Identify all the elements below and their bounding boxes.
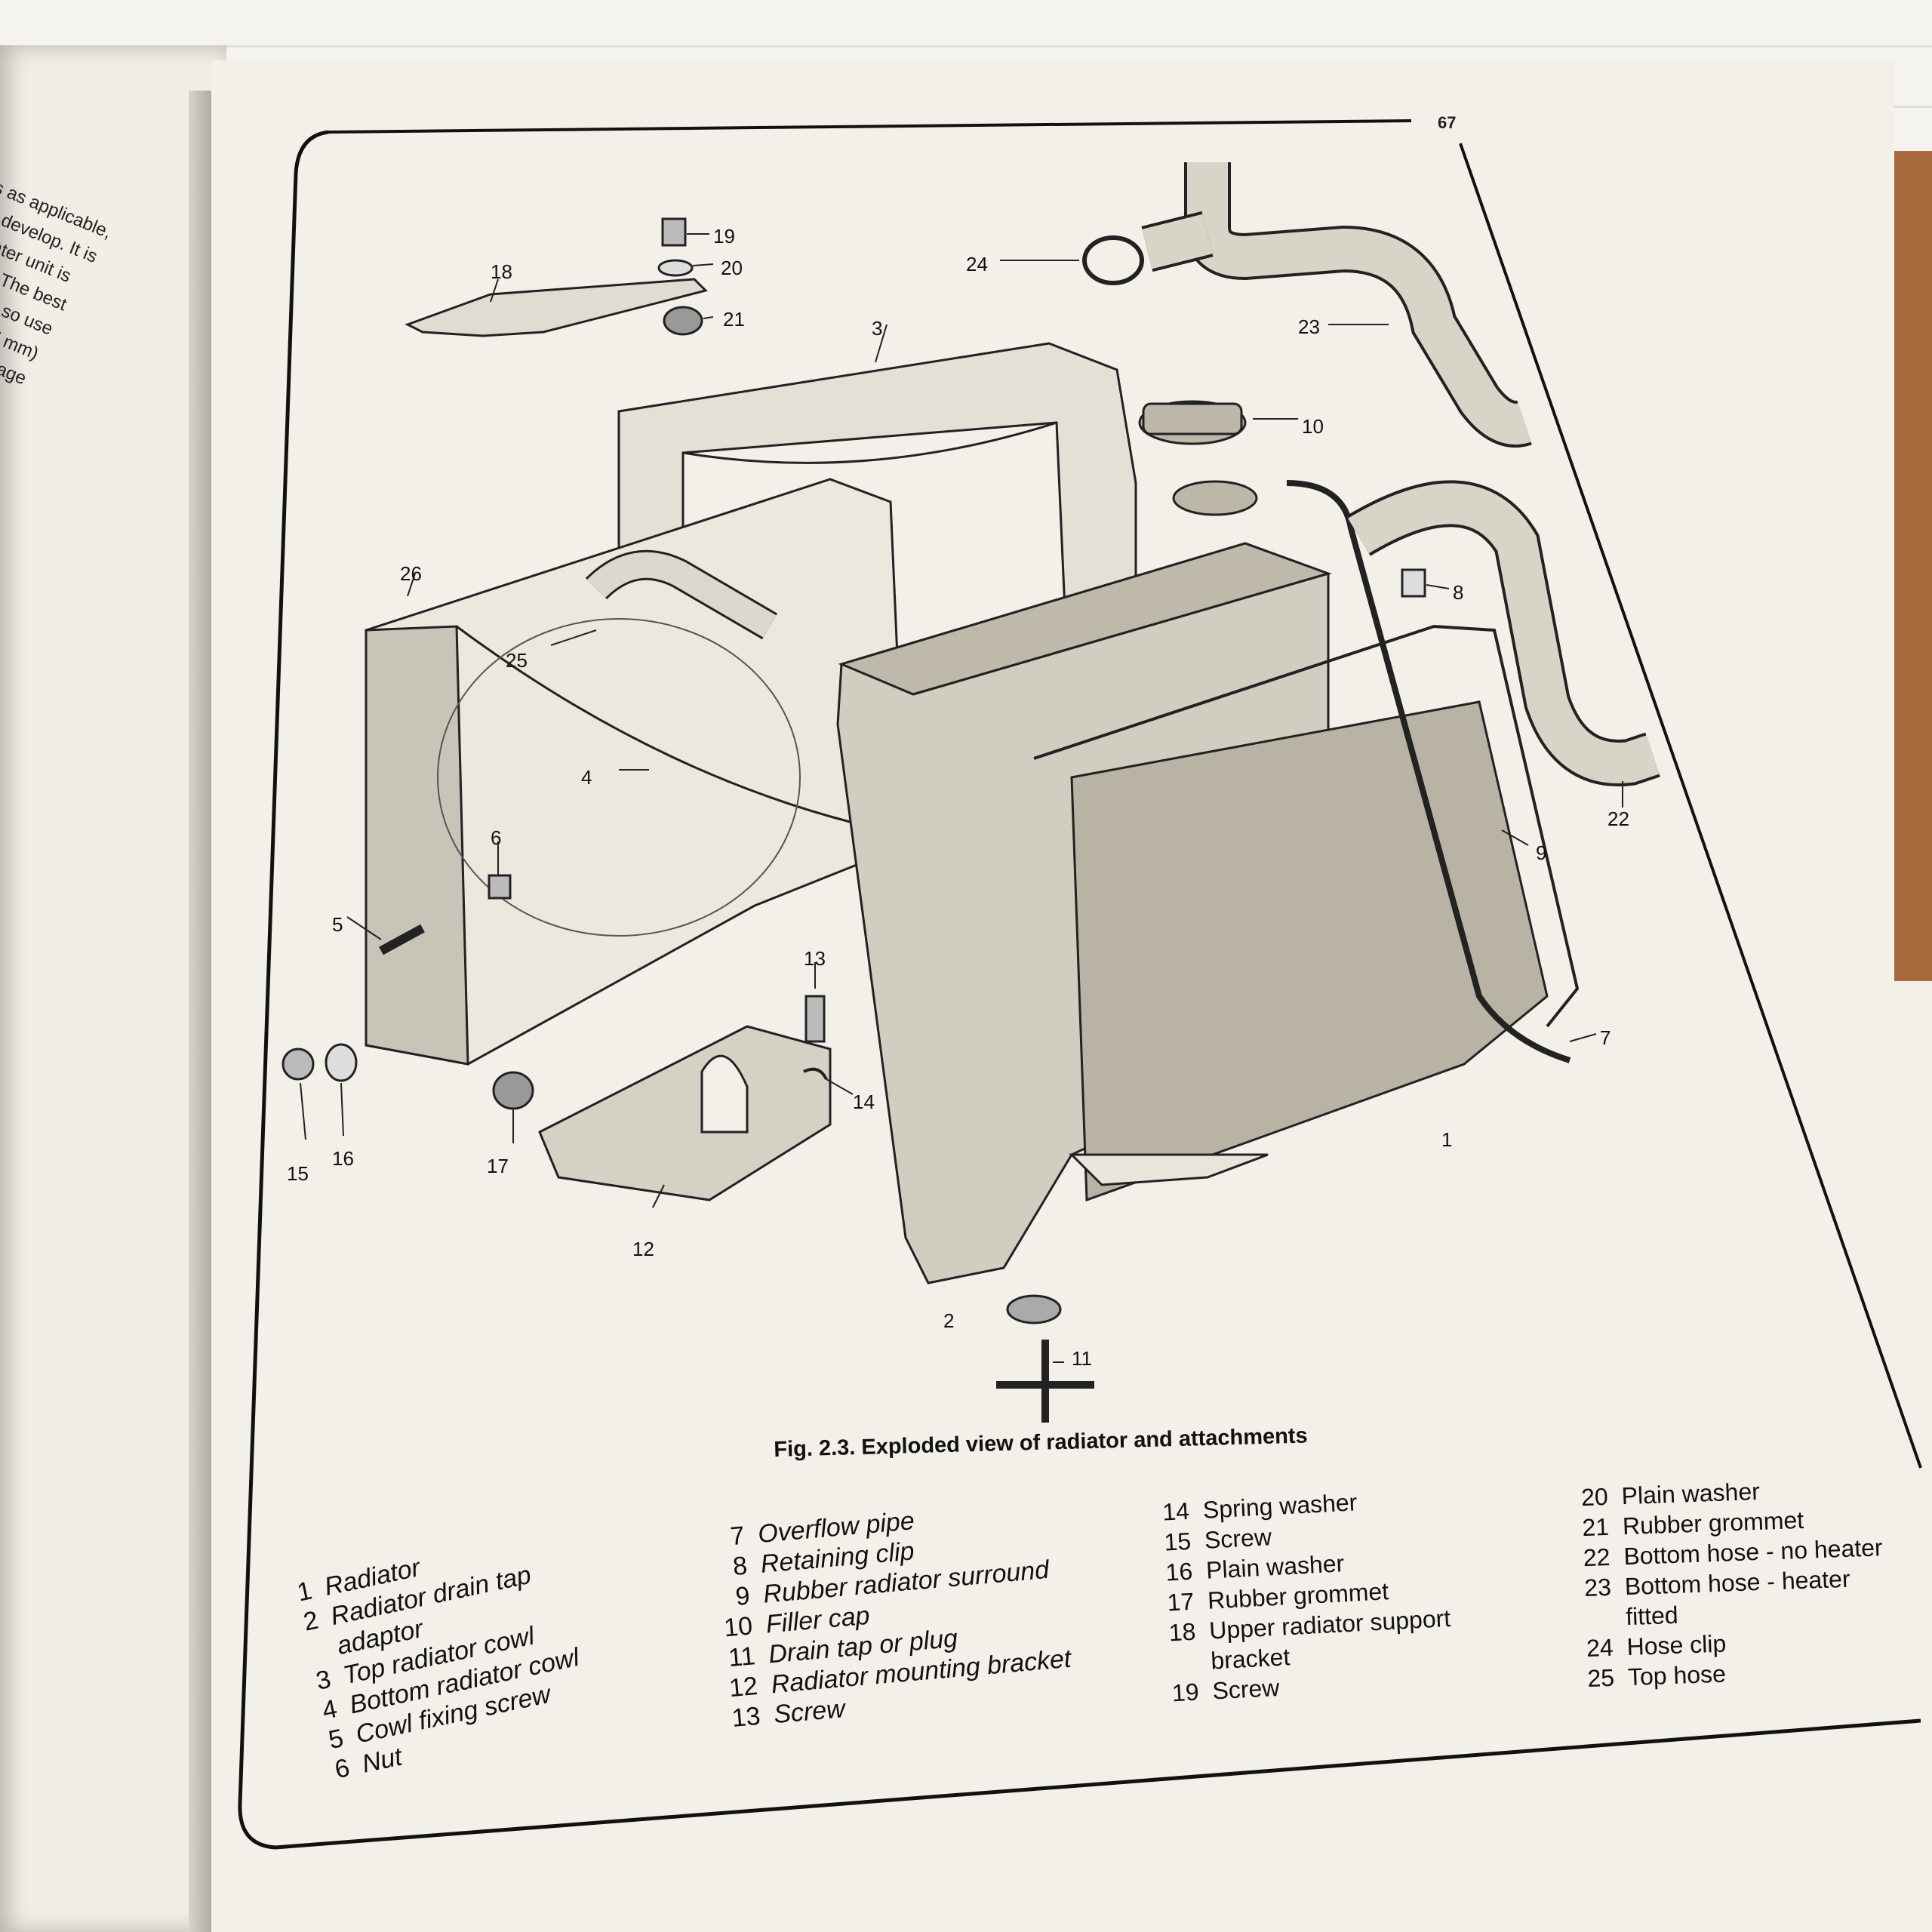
legend-item-number: 8 — [731, 1551, 749, 1581]
legend-item-number: 7 — [728, 1521, 746, 1551]
legend-item-number: 13 — [731, 1701, 762, 1733]
callout-8: 8 — [1453, 581, 1464, 604]
legend-item-number: 19 — [1171, 1678, 1200, 1706]
bottom-hose-heater — [1187, 162, 1531, 445]
callout-24: 24 — [966, 253, 988, 275]
callout-16: 16 — [332, 1147, 354, 1170]
legend-item-label: Top hose — [1627, 1660, 1727, 1690]
legend-item-number — [280, 1647, 337, 1659]
rubber-grommet-17 — [492, 1071, 534, 1110]
header-rule — [328, 119, 1412, 134]
radiator-drain-tap-adaptor — [1006, 1294, 1062, 1324]
overflow-pipe — [1286, 480, 1571, 1063]
legend-item-label: Screw — [1211, 1673, 1281, 1705]
legend-item-number: 22 — [1583, 1543, 1611, 1571]
screw-19 — [661, 217, 687, 247]
callout-6: 6 — [491, 826, 502, 849]
cowl-fixing-screw — [379, 924, 425, 955]
legend-item-number: 12 — [728, 1671, 759, 1703]
radiator-mounting-bracket — [538, 1025, 832, 1201]
spring-washer-14 — [803, 1067, 828, 1080]
callout-4: 4 — [581, 766, 592, 789]
right-border — [1459, 143, 1922, 1469]
callout-11: 11 — [1072, 1347, 1092, 1370]
callout-22: 22 — [1607, 808, 1629, 830]
page-number: 67 — [1438, 113, 1457, 132]
callout-12: 12 — [632, 1238, 654, 1260]
legend-item-number: 11 — [727, 1641, 757, 1672]
callout-2: 2 — [943, 1309, 955, 1332]
callout-17: 17 — [487, 1155, 509, 1177]
rubber-radiator-surround — [1033, 624, 1580, 1028]
legend-item-number — [1567, 1617, 1626, 1619]
screw-13 — [804, 995, 826, 1043]
legend-item-number: 17 — [1166, 1587, 1195, 1617]
plain-washer-20 — [657, 259, 694, 277]
screw-15 — [281, 1048, 315, 1081]
legend-item-number: 25 — [1586, 1663, 1615, 1692]
callout-20: 20 — [721, 257, 743, 279]
legend-item-label: Plain washer — [1621, 1477, 1761, 1509]
callout-26: 26 — [400, 562, 422, 585]
legend-item-number: 23 — [1583, 1573, 1612, 1601]
callout-9: 9 — [1536, 841, 1547, 864]
callout-5: 5 — [332, 913, 343, 936]
callout-15: 15 — [287, 1162, 309, 1185]
legend-item-label: fitted — [1625, 1601, 1679, 1630]
rubber-grommet-21 — [663, 306, 703, 336]
callout-10: 10 — [1302, 415, 1324, 438]
legend-item-number: 15 — [1163, 1527, 1192, 1556]
bottom-radiator-cowl — [365, 478, 907, 1066]
legend-item-number: 10 — [722, 1611, 754, 1642]
retaining-clip — [1401, 568, 1426, 598]
callout-18: 18 — [491, 260, 512, 283]
legend-item-number — [1152, 1661, 1211, 1664]
bracket-slot — [700, 1054, 749, 1134]
legend-item-number: 16 — [1164, 1557, 1194, 1586]
legend-item-number: 20 — [1580, 1482, 1609, 1511]
filler-cap — [1138, 400, 1258, 516]
callout-3: 3 — [872, 317, 883, 340]
callout-21: 21 — [723, 308, 745, 331]
callout-19: 19 — [713, 225, 735, 248]
legend-item-number: 9 — [734, 1580, 752, 1611]
legend-item-number: 18 — [1168, 1617, 1197, 1646]
hose-clip — [1082, 235, 1144, 285]
plain-washer-16 — [325, 1043, 358, 1082]
legend-item-label: Rubber grommet — [1622, 1506, 1804, 1540]
hose-branch — [1142, 214, 1213, 269]
legend-item-label: Hose clip — [1626, 1629, 1727, 1660]
callout-13: 13 — [804, 947, 826, 970]
legend-item-number: 14 — [1161, 1497, 1190, 1526]
legend-item-label: Screw — [772, 1694, 847, 1729]
callout-1: 1 — [1441, 1128, 1453, 1151]
drain-tap — [996, 1340, 1094, 1423]
top-hose — [586, 552, 777, 638]
callout-25: 25 — [506, 649, 528, 672]
figure-border — [238, 130, 1921, 1850]
legend-item-label: Screw — [1204, 1522, 1272, 1554]
upper-radiator-support-bracket — [405, 278, 708, 337]
bottom-hose-no-heater — [1348, 483, 1660, 783]
radiator-body — [836, 542, 1549, 1284]
nut-6 — [488, 874, 512, 900]
callout-23: 23 — [1298, 315, 1320, 338]
legend-item-label: bracket — [1210, 1642, 1291, 1675]
callout-7: 7 — [1600, 1026, 1611, 1049]
callout-14: 14 — [853, 1091, 875, 1113]
legend-item-number: 21 — [1581, 1512, 1610, 1541]
callout-leader-lines — [300, 233, 1623, 1363]
legend-item-number: 24 — [1586, 1633, 1614, 1662]
brick-mortar-line — [0, 45, 1932, 48]
